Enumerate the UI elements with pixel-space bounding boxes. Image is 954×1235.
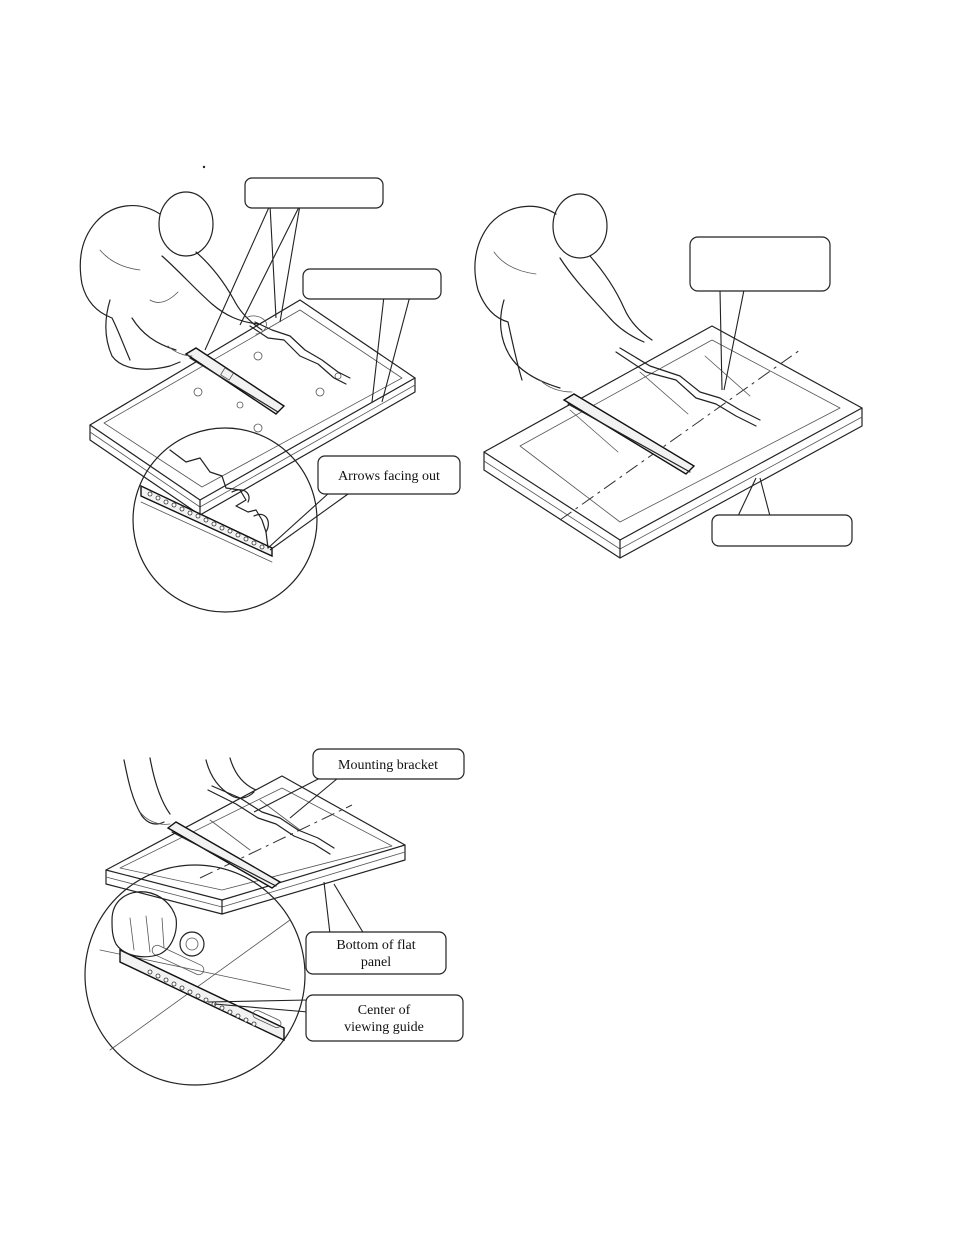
callout-arrows-facing-out: Arrows facing out (267, 455, 461, 551)
callout-lower-right (711, 477, 853, 547)
mounting-rail-right (562, 347, 761, 475)
callout-mounting-bracket-text: Mounting bracket (338, 758, 438, 773)
flat-panel-illustration-right (483, 325, 863, 559)
hands-illustration (123, 757, 257, 825)
callout-center-line1: Center of (358, 1003, 411, 1018)
figure-top-right (474, 193, 863, 559)
installer-person-illustration-right (474, 193, 653, 393)
callout-arrows-facing-out-text: Arrows facing out (338, 469, 440, 484)
figure-bottom: Mounting bracket Bottom of flat panel Ce… (84, 748, 465, 1086)
inset-rail-holes (147, 491, 265, 550)
callout-center-line2: viewing guide (344, 1020, 424, 1035)
flat-panel-illustration-bottom (105, 775, 406, 915)
callout-right-panel-edge (302, 268, 442, 403)
callout-upper-left (204, 177, 384, 351)
callout-mounting-bracket: Mounting bracket (253, 748, 465, 819)
stray-dot (202, 165, 206, 169)
figure-top-left: Arrows facing out (79, 165, 461, 613)
callout-center-of-viewing-guide: Center of viewing guide (207, 994, 464, 1042)
mounting-rail (184, 321, 351, 415)
installer-person-illustration (79, 191, 267, 370)
inset-rail-holes-bottom (147, 969, 257, 1027)
callout-bottom-line1: Bottom of flat (336, 938, 415, 953)
mounting-rail-bottom (166, 785, 335, 889)
callout-bottom-of-flat-panel: Bottom of flat panel (305, 881, 447, 975)
zoom-inset (132, 427, 318, 613)
zoom-inset-bottom (84, 864, 306, 1086)
callout-bottom-line2: panel (361, 955, 391, 970)
callout-upper-right (689, 236, 831, 391)
